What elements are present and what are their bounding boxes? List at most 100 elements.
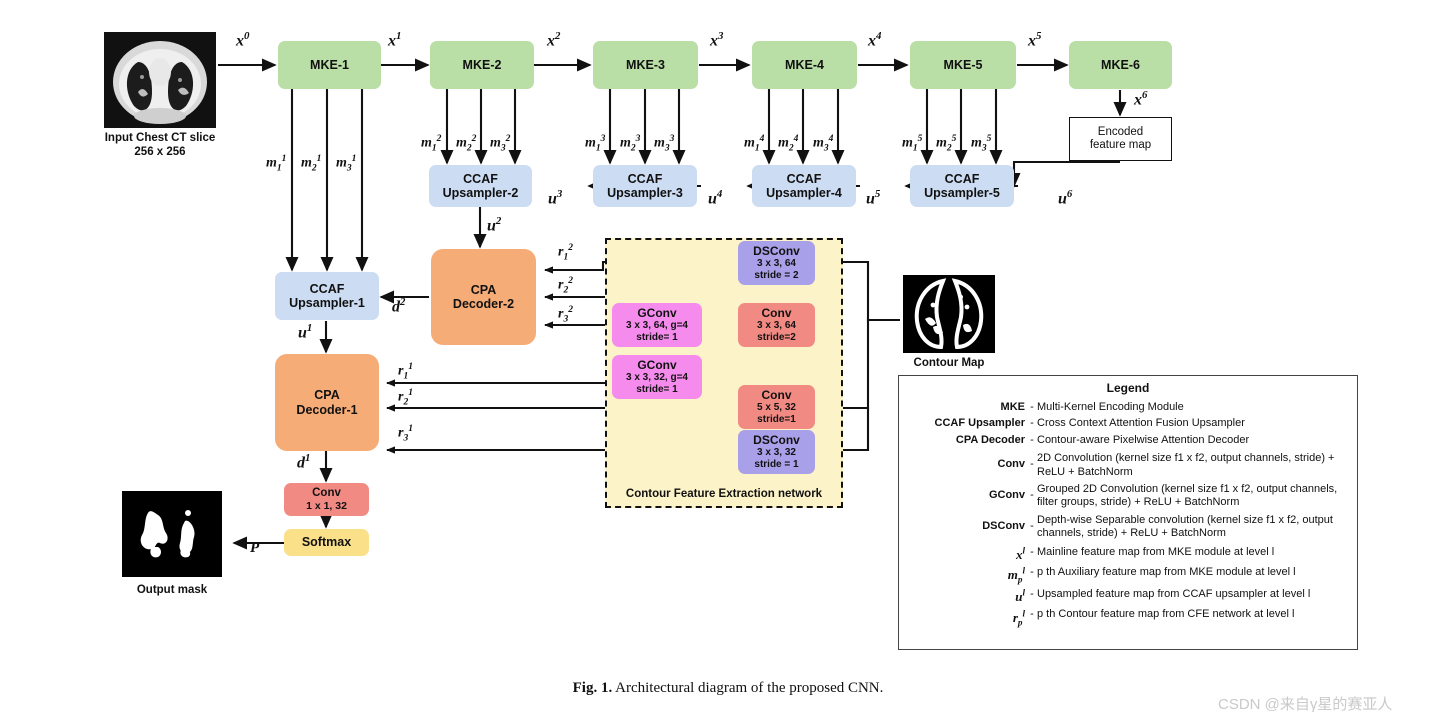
aux-label-m3-4: m34 bbox=[813, 134, 834, 154]
contour-map-image bbox=[903, 275, 995, 353]
mke-module-4[interactable]: MKE-4 bbox=[752, 41, 857, 89]
cfe-conv32-stride: stride=1 bbox=[757, 413, 796, 425]
legend-dash-ccaf: - bbox=[1030, 417, 1034, 430]
cfe-dsconv-bottom[interactable]: DSConv 3 x 3, 32 stride = 1 bbox=[738, 430, 815, 474]
legend-term-m: mpl bbox=[1007, 565, 1025, 585]
legend-desc-mke: Multi-Kernel Encoding Module bbox=[1037, 401, 1184, 413]
edge-label-x4: x4 bbox=[868, 30, 882, 50]
ccaf-upsampler-1[interactable]: CCAF Upsampler-1 bbox=[275, 272, 379, 320]
ccaf-upsampler-3[interactable]: CCAF Upsampler-3 bbox=[593, 165, 697, 207]
mke-module-2[interactable]: MKE-2 bbox=[430, 41, 534, 89]
cfe-conv32-spec: 5 x 5, 32 bbox=[757, 402, 796, 414]
ccaf-upsampler-5[interactable]: CCAF Upsampler-5 bbox=[910, 165, 1014, 207]
aux-label-m2-5: m25 bbox=[936, 134, 957, 154]
cfe-dsconv-bottom-stride: stride = 1 bbox=[754, 458, 799, 470]
edge-label-p: P bbox=[250, 540, 260, 556]
aux-label-m2-4: m24 bbox=[778, 134, 799, 154]
legend-desc-gconv: Grouped 2D Convolution (kernel size f1 x… bbox=[1037, 483, 1338, 509]
ccaf-2-line2: Upsampler-2 bbox=[442, 186, 519, 200]
cpa-1-line2: Decoder-1 bbox=[296, 402, 358, 417]
edge-label-x3: x3 bbox=[710, 30, 724, 50]
contour-label-r2-1: r21 bbox=[398, 388, 413, 408]
softmax-label: Softmax bbox=[301, 535, 352, 550]
cfe-dsconv-top[interactable]: DSConv 3 x 3, 64 stride = 2 bbox=[738, 241, 815, 285]
contour-label-r2-2: r22 bbox=[558, 276, 573, 296]
legend-desc-u: Upsampled feature map from CCAF upsample… bbox=[1037, 587, 1311, 600]
aux-label-m3-5: m35 bbox=[971, 134, 992, 154]
legend-row-conv: Conv - 2D Convolution (kernel size f1 x … bbox=[899, 452, 1357, 479]
cfe-conv-5x5-32[interactable]: Conv 5 x 5, 32 stride=1 bbox=[738, 385, 815, 429]
cfe-gconv32-spec: 3 x 3, 32, g=4 bbox=[626, 372, 688, 384]
output-conv-block[interactable]: Conv 1 x 1, 32 bbox=[284, 483, 369, 516]
legend-row-gconv: GConv - Grouped 2D Convolution (kernel s… bbox=[899, 483, 1357, 510]
input-caption-line1: Input Chest CT slice bbox=[104, 132, 216, 144]
aux-label-m3-2: m32 bbox=[490, 134, 511, 154]
ccaf-4-line2: Upsampler-4 bbox=[766, 186, 842, 200]
legend-desc-x: Mainline feature map from MKE module at … bbox=[1037, 545, 1275, 558]
ccaf-2-line1: CCAF bbox=[463, 171, 498, 186]
legend-term-gconv: GConv bbox=[988, 489, 1025, 502]
cfe-conv-3x3-64[interactable]: Conv 3 x 3, 64 stride=2 bbox=[738, 303, 815, 347]
cpa-decoder-1[interactable]: CPA Decoder-1 bbox=[275, 354, 379, 451]
encoded-feature-map-line2: feature map bbox=[1089, 139, 1152, 151]
ccaf-upsampler-2[interactable]: CCAF Upsampler-2 bbox=[429, 165, 532, 207]
contour-label-r1-2: r12 bbox=[558, 243, 573, 263]
edge-label-d1: d1 bbox=[297, 452, 311, 472]
edge-label-x5: x5 bbox=[1028, 30, 1042, 50]
legend-dash-r: - bbox=[1030, 608, 1034, 621]
encoded-feature-map-line1: Encoded bbox=[1097, 125, 1144, 138]
legend-dash-mke: - bbox=[1030, 401, 1034, 413]
legend-title: Legend bbox=[1106, 381, 1150, 395]
legend-dash-x: - bbox=[1030, 545, 1034, 558]
legend-panel: Legend MKE - Multi-Kernel Encoding Modul… bbox=[898, 375, 1358, 650]
cfe-dsconv-bottom-name: DSConv bbox=[753, 432, 800, 447]
legend-row-x: xl - Mainline feature map from MKE modul… bbox=[899, 546, 1357, 563]
legend-desc-conv: 2D Convolution (kernel size f1 x f2, out… bbox=[1037, 452, 1335, 478]
output-caption-label: Output mask bbox=[136, 584, 208, 596]
aux-label-m2-1: m21 bbox=[301, 154, 322, 174]
cfe-gconv-32[interactable]: GConv 3 x 3, 32, g=4 stride= 1 bbox=[612, 355, 702, 399]
legend-term-cpa: CPA Decoder bbox=[955, 433, 1025, 446]
mke-4-label: MKE-4 bbox=[785, 57, 824, 72]
cpa-decoder-2[interactable]: CPA Decoder-2 bbox=[431, 249, 536, 345]
cfe-conv64-stride: stride=2 bbox=[757, 331, 796, 343]
mke-2-label: MKE-2 bbox=[462, 57, 502, 72]
legend-row-u: ul - Upsampled feature map from CCAF ups… bbox=[899, 588, 1357, 605]
output-caption: Output mask bbox=[102, 583, 242, 597]
cfe-dsconv-bottom-spec: 3 x 3, 32 bbox=[757, 447, 796, 459]
cfe-dsconv-top-spec: 3 x 3, 64 bbox=[757, 258, 796, 270]
mke-module-6[interactable]: MKE-6 bbox=[1069, 41, 1172, 89]
edge-label-u1: u1 bbox=[298, 322, 313, 342]
contour-label-r3-2: r32 bbox=[558, 305, 573, 325]
cfe-title: Contour Feature Extraction network bbox=[625, 488, 823, 500]
edge-label-d2: d2 bbox=[392, 296, 406, 316]
cpa-2-line1: CPA bbox=[470, 282, 497, 297]
legend-term-x: xl bbox=[1015, 545, 1025, 562]
softmax-block[interactable]: Softmax bbox=[284, 529, 369, 556]
output-mask-image bbox=[122, 491, 222, 577]
legend-dash-cpa: - bbox=[1030, 433, 1034, 446]
encoded-feature-map: Encoded feature map bbox=[1069, 117, 1172, 161]
legend-row-mke: MKE - Multi-Kernel Encoding Module bbox=[899, 401, 1357, 414]
aux-label-m1-2: m12 bbox=[421, 134, 442, 154]
legend-desc-r: p th Contour feature map from CFE networ… bbox=[1037, 608, 1295, 621]
mke-module-3[interactable]: MKE-3 bbox=[593, 41, 698, 89]
contour-label-r3-1: r31 bbox=[398, 424, 413, 444]
cfe-gconv32-name: GConv bbox=[637, 357, 677, 372]
aux-label-m1-5: m15 bbox=[902, 134, 923, 154]
ccaf-upsampler-4[interactable]: CCAF Upsampler-4 bbox=[752, 165, 856, 207]
ccaf-4-line1: CCAF bbox=[786, 171, 822, 186]
mke-module-5[interactable]: MKE-5 bbox=[910, 41, 1016, 89]
cfe-gconv32-stride: stride= 1 bbox=[636, 383, 678, 395]
legend-dash-u: - bbox=[1030, 587, 1034, 600]
legend-dash-m: - bbox=[1030, 565, 1034, 578]
legend-desc-ccaf: Cross Context Attention Fusion Upsampler bbox=[1037, 417, 1245, 430]
aux-label-m2-2: m22 bbox=[456, 134, 477, 154]
mke-module-1[interactable]: MKE-1 bbox=[278, 41, 381, 89]
cfe-dsconv-top-name: DSConv bbox=[753, 243, 800, 258]
cfe-gconv-64[interactable]: GConv 3 x 3, 64, g=4 stride= 1 bbox=[612, 303, 702, 347]
cpa-1-line1: CPA bbox=[314, 388, 340, 403]
legend-term-dsconv: DSConv bbox=[982, 519, 1025, 532]
output-conv-spec: 1 x 1, 32 bbox=[306, 500, 347, 513]
